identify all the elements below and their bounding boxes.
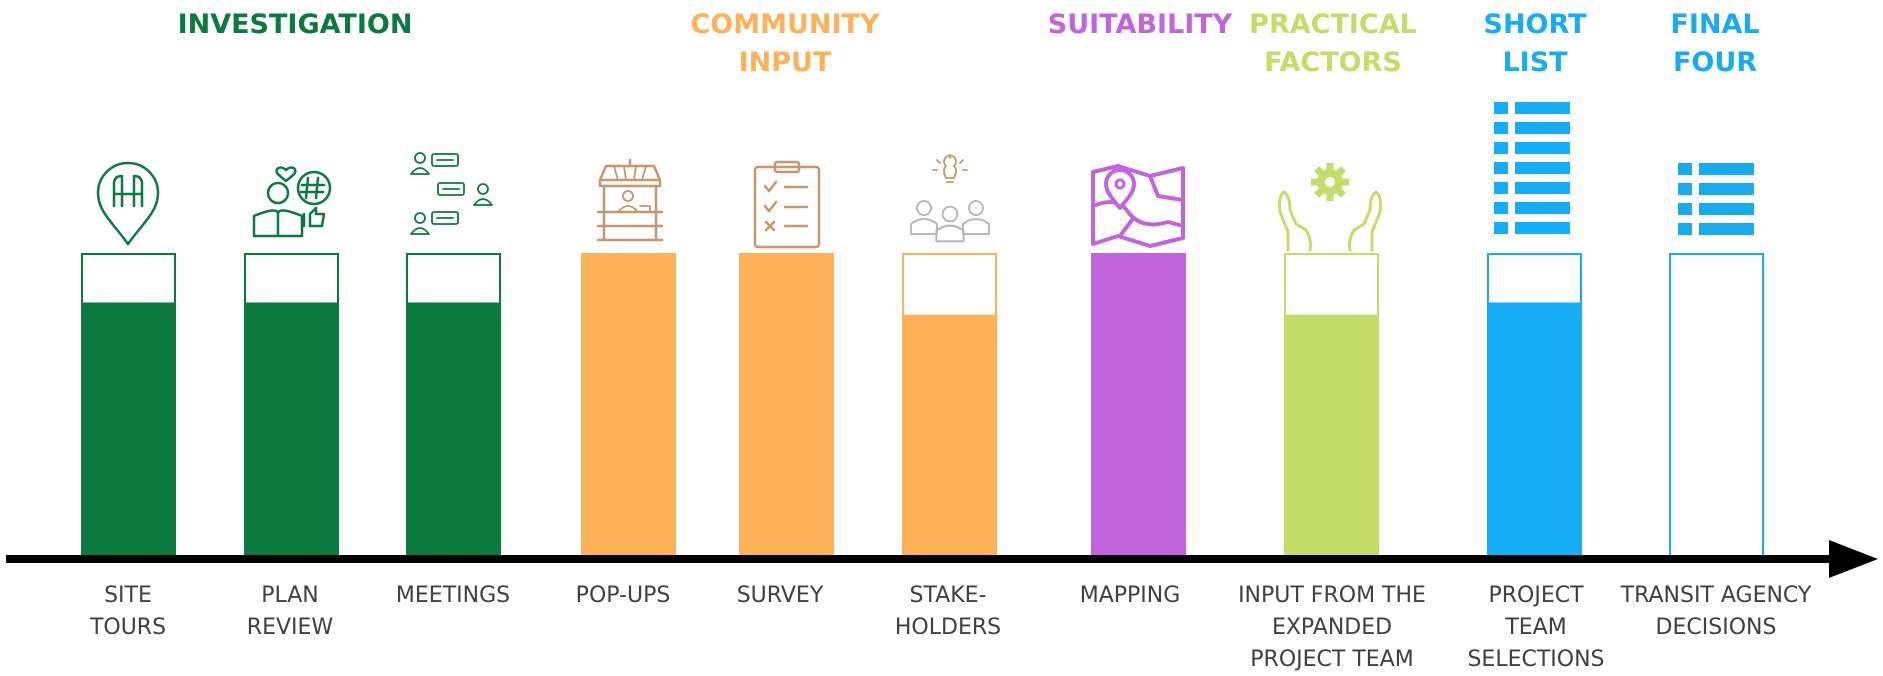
step-label-meetings: MEETINGS — [395, 583, 511, 608]
reader-social-icon — [252, 166, 332, 238]
step-bar — [1284, 253, 1379, 558]
bar-fill — [407, 302, 500, 557]
bar-fill — [1092, 254, 1185, 557]
category-practical-factors: PRACTICAL FACTORS — [1249, 9, 1417, 78]
bar-fill — [582, 254, 675, 557]
bar-fill — [903, 314, 996, 557]
bar-fill — [1285, 314, 1378, 557]
long-list-icon — [1494, 102, 1570, 234]
category-investigation: INVESTIGATION — [177, 9, 413, 40]
step-label-expanded-team: INPUT FROM THE EXPANDED PROJECT TEAM — [1238, 583, 1426, 672]
step-bar — [902, 253, 997, 558]
hands-gear-icon — [1278, 163, 1382, 252]
checklist-icon — [753, 160, 821, 249]
short-list-icon — [1678, 163, 1754, 235]
step-label-site-tours: SITE TOURS — [89, 583, 167, 640]
step-label-plan-review: PLAN REVIEW — [246, 583, 334, 640]
step-label-stakeholders: STAKE- HOLDERS — [894, 583, 1002, 640]
bar-fill — [1488, 302, 1581, 557]
step-label-transit-agency: TRANSIT AGENCY DECISIONS — [1620, 583, 1812, 640]
bar-fill — [82, 302, 175, 557]
step-label-survey: SURVEY — [736, 583, 824, 608]
category-short-list: SHORT LIST — [1483, 9, 1587, 78]
step-bar — [1091, 253, 1186, 558]
step-bar — [739, 253, 834, 558]
step-label-pop-ups: POP-UPS — [575, 583, 671, 608]
step-bar — [1487, 253, 1582, 558]
step-bar — [581, 253, 676, 558]
bar-outline — [1669, 253, 1764, 558]
category-suitability: SUITABILITY — [1047, 9, 1233, 40]
chat-people-icon — [410, 152, 493, 235]
step-bar — [1669, 253, 1764, 558]
map-pin-icon — [96, 161, 160, 246]
step-label-project-team: PROJECT TEAM SELECTIONS — [1467, 583, 1605, 672]
market-stall-icon — [596, 158, 664, 242]
step-label-mapping: MAPPING — [1079, 583, 1181, 608]
bar-fill — [740, 254, 833, 557]
gear-hole — [1325, 177, 1335, 187]
step-bar — [406, 253, 501, 558]
step-bar — [81, 253, 176, 558]
step-bar — [244, 253, 339, 558]
category-final-four: FINAL FOUR — [1670, 9, 1760, 78]
bar-fill — [245, 302, 338, 557]
category-community-input: COMMUNITY INPUT — [690, 9, 880, 78]
timeline-arrow-icon — [1829, 540, 1878, 578]
map-icon — [1091, 164, 1185, 248]
group-idea-icon — [910, 154, 990, 243]
